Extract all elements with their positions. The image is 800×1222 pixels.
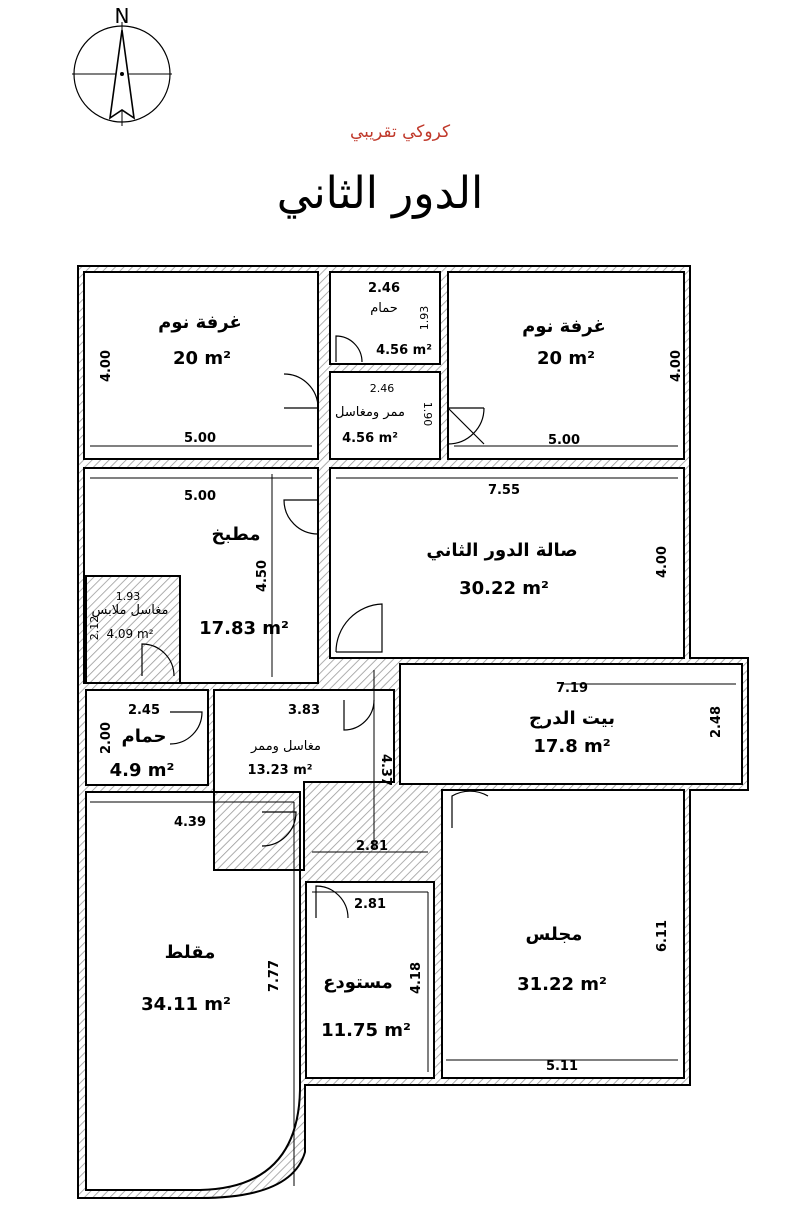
room-area-bed2: 20 m²	[537, 348, 595, 369]
dim-w-laundry: 1.93	[116, 590, 141, 603]
dim-w-bed1: 5.00	[184, 431, 216, 446]
room-name-laundry: مغاسل ملابس	[92, 603, 169, 618]
dim-h-hall: 4.00	[655, 546, 670, 578]
dim-w-corridor-mid: 3.83	[288, 703, 320, 718]
room-outline-storage	[305, 881, 435, 1079]
room-area-hall: 30.22 m²	[459, 578, 549, 599]
dim-w-bath-top: 2.46	[368, 281, 400, 296]
dim-h-majlis: 6.11	[655, 920, 670, 952]
room-outline-bath-top	[329, 271, 441, 365]
dim-w-hall: 7.55	[488, 483, 520, 498]
dim-w-kitchen: 5.00	[184, 489, 216, 504]
dim-w-majlis: 5.11	[546, 1059, 578, 1074]
dim-w-corridor-top: 2.46	[370, 382, 395, 395]
room-area-corridor-top: 4.56 m²	[342, 431, 398, 446]
room-name-bed1: غرفة نوم	[158, 312, 242, 333]
room-name-living: مقلط	[165, 942, 216, 963]
room-area-storage: 11.75 m²	[321, 1020, 411, 1041]
dim-h-bath-left: 2.00	[99, 722, 114, 754]
room-area-majlis: 31.22 m²	[517, 974, 607, 995]
dim-b-corridor-mid: 2.81	[356, 839, 388, 854]
room-area-living: 34.11 m²	[141, 994, 231, 1015]
walls	[77, 265, 749, 1199]
room-outline-hall	[329, 467, 685, 659]
room-name-kitchen: مطبخ	[212, 524, 261, 545]
dim-h-corridor-top: 1.90	[421, 402, 434, 427]
room-outline-corridor-top	[329, 371, 441, 460]
dim-h-kitchen: 4.50	[255, 560, 270, 592]
room-outline-kitchen	[83, 467, 319, 684]
north-label: N	[114, 4, 130, 28]
room-outline-majlis	[441, 789, 685, 1079]
room-name-storage: مستودع	[323, 972, 393, 993]
dim-w-stairs: 7.19	[556, 681, 588, 696]
room-name-hall: صالة الدور الثاني	[426, 540, 577, 561]
dim-h-storage: 4.18	[409, 962, 424, 994]
room-name-bed2: غرفة نوم	[522, 316, 606, 337]
dim-w-living: 4.39	[174, 815, 206, 830]
room-name-bath-top: حمام	[370, 301, 398, 316]
compass-icon	[72, 22, 172, 126]
dim-w-bath-left: 2.45	[128, 703, 160, 718]
room-area-bed1: 20 m²	[173, 348, 231, 369]
room-outline-bed1	[83, 271, 319, 460]
dim-w-storage: 2.81	[354, 897, 386, 912]
dim-h-bed1: 4.00	[99, 350, 114, 382]
room-area-bath-top: 4.56 m²	[376, 343, 432, 358]
dim-h-stairs: 2.48	[709, 706, 724, 738]
room-name-stairs: بيت الدرج	[529, 708, 615, 729]
dim-h-bed2: 4.00	[669, 350, 684, 382]
room-area-kitchen: 17.83 m²	[199, 618, 289, 639]
room-area-laundry: 4.09 m²	[106, 627, 153, 641]
dim-h-bath-top: 1.93	[418, 306, 431, 331]
floor-title: الدور الثاني	[276, 168, 484, 219]
room-area-stairs: 17.8 m²	[533, 736, 610, 757]
room-outline-laundry	[85, 575, 181, 684]
room-name-bath-left: حمام	[122, 726, 167, 747]
room-name-corridor-top: ممر ومغاسل	[335, 405, 405, 420]
dim-w-bed2: 5.00	[548, 433, 580, 448]
dim-h-living: 7.77	[267, 960, 282, 992]
room-area-corridor-mid: 13.23 m²	[248, 763, 313, 778]
room-outline-bed2	[447, 271, 685, 460]
dim-h-laundry: 2.12	[88, 616, 101, 641]
room-name-corridor-mid: مغاسل وممر	[250, 739, 321, 754]
room-name-majlis: مجلس	[526, 924, 583, 945]
dim-h-corridor-mid: 4.37	[378, 754, 393, 786]
room-area-bath-left: 4.9 m²	[110, 760, 175, 781]
room-outline-bath-left	[85, 689, 209, 786]
room-outline-stairs	[399, 663, 743, 785]
sketch-subtitle: كروكي تقريبي	[349, 122, 451, 142]
